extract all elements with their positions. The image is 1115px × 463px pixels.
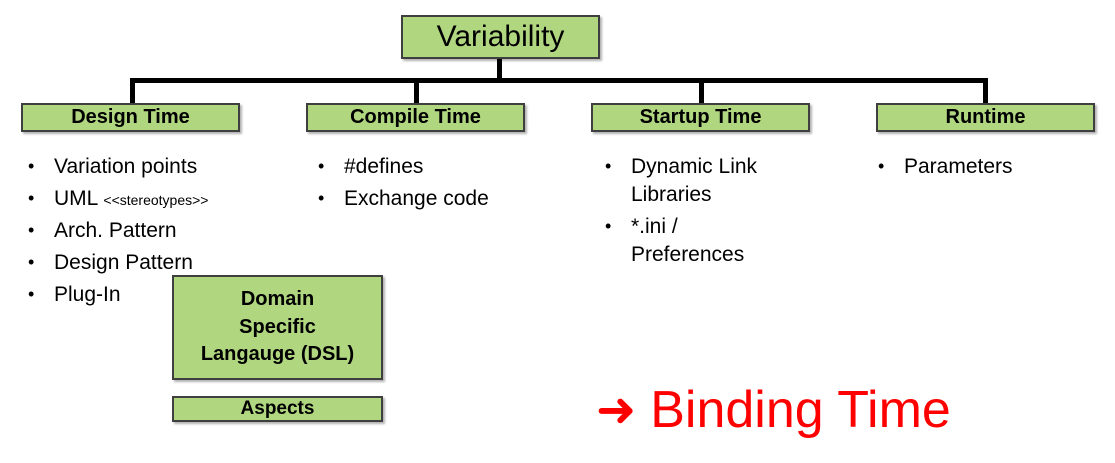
- connector-horizontal-bus: [130, 78, 987, 83]
- dsl-line-2: Specific: [239, 315, 316, 338]
- bullet-icon: •: [28, 156, 35, 176]
- list-item-label: *.ini / Preferences: [631, 214, 745, 266]
- bullet-icon: •: [878, 156, 885, 176]
- node-design-time-label: Design Time: [71, 106, 190, 128]
- connector-trunk-vertical: [497, 59, 502, 82]
- list-item-label: UML <<stereotypes>>: [54, 185, 278, 213]
- connector-drop-startup-time: [699, 78, 704, 103]
- connector-drop-compile-time: [414, 78, 419, 103]
- list-item-label: Plug-In: [54, 282, 121, 306]
- list-item-label: Design Pattern: [54, 250, 193, 274]
- list-item: • Variation points: [28, 153, 278, 181]
- dsl-line-1: Domain: [240, 288, 315, 311]
- binding-time-label: Binding Time: [650, 381, 951, 439]
- list-item: • *.ini / Preferences: [605, 213, 850, 269]
- list-item-label: Dynamic Link Libraries: [631, 155, 758, 206]
- dsl-line-3: Langauge (DSL): [200, 343, 355, 366]
- bullet-icon: •: [28, 187, 35, 208]
- node-aspects-label: Aspects: [240, 398, 315, 419]
- list-item: • Arch. Pattern: [28, 217, 278, 245]
- bullet-list-design-time: • Variation points • UML <<stereotypes>>…: [28, 153, 278, 313]
- list-item: • #defines: [318, 153, 553, 181]
- node-runtime-label: Runtime: [945, 106, 1026, 128]
- bullet-icon: •: [318, 156, 325, 176]
- list-item: • Parameters: [878, 153, 1103, 181]
- list-item: • Plug-In: [28, 281, 278, 309]
- list-item-label: #defines: [344, 155, 424, 178]
- list-item: • Design Pattern: [28, 249, 278, 277]
- list-item-label: Variation points: [54, 155, 198, 178]
- right-arrow-icon: ➜: [596, 382, 637, 439]
- bullet-list-startup-time: • Dynamic Link Libraries • *.ini / Prefe…: [605, 153, 850, 273]
- node-variability-label: Variability: [436, 20, 565, 53]
- bullet-icon: •: [28, 283, 35, 304]
- bullet-list-compile-time: • #defines • Exchange code: [318, 153, 553, 217]
- node-startup-time: Startup Time: [591, 103, 810, 132]
- bullet-list-runtime: • Parameters: [878, 153, 1103, 185]
- connector-drop-design-time: [130, 78, 135, 103]
- bullet-icon: •: [605, 215, 612, 236]
- node-variability: Variability: [401, 15, 600, 59]
- list-item: • Dynamic Link Libraries: [605, 153, 850, 209]
- node-startup-time-label: Startup Time: [639, 106, 762, 128]
- connector-drop-runtime: [983, 78, 988, 103]
- list-item: • UML <<stereotypes>>: [28, 185, 278, 213]
- binding-time-callout: ➜ Binding Time: [596, 383, 951, 438]
- node-compile-time-label: Compile Time: [350, 106, 481, 128]
- list-item: • Exchange code: [318, 185, 553, 213]
- list-item-label: Parameters: [904, 155, 1013, 178]
- list-item-text: UML: [54, 186, 104, 210]
- bullet-icon: •: [28, 219, 35, 240]
- bullet-icon: •: [318, 187, 325, 208]
- bullet-icon: •: [605, 156, 612, 176]
- node-compile-time: Compile Time: [306, 103, 525, 132]
- list-item-stereotype: <<stereotypes>>: [103, 191, 209, 208]
- node-runtime: Runtime: [876, 103, 1095, 132]
- node-domain-specific-language: Domain Specific Langauge (DSL): [172, 275, 383, 380]
- bullet-icon: •: [28, 251, 35, 272]
- node-design-time: Design Time: [21, 103, 240, 132]
- list-item-label: Exchange code: [344, 186, 489, 210]
- node-aspects: Aspects: [172, 396, 383, 422]
- list-item-label: Arch. Pattern: [54, 218, 177, 242]
